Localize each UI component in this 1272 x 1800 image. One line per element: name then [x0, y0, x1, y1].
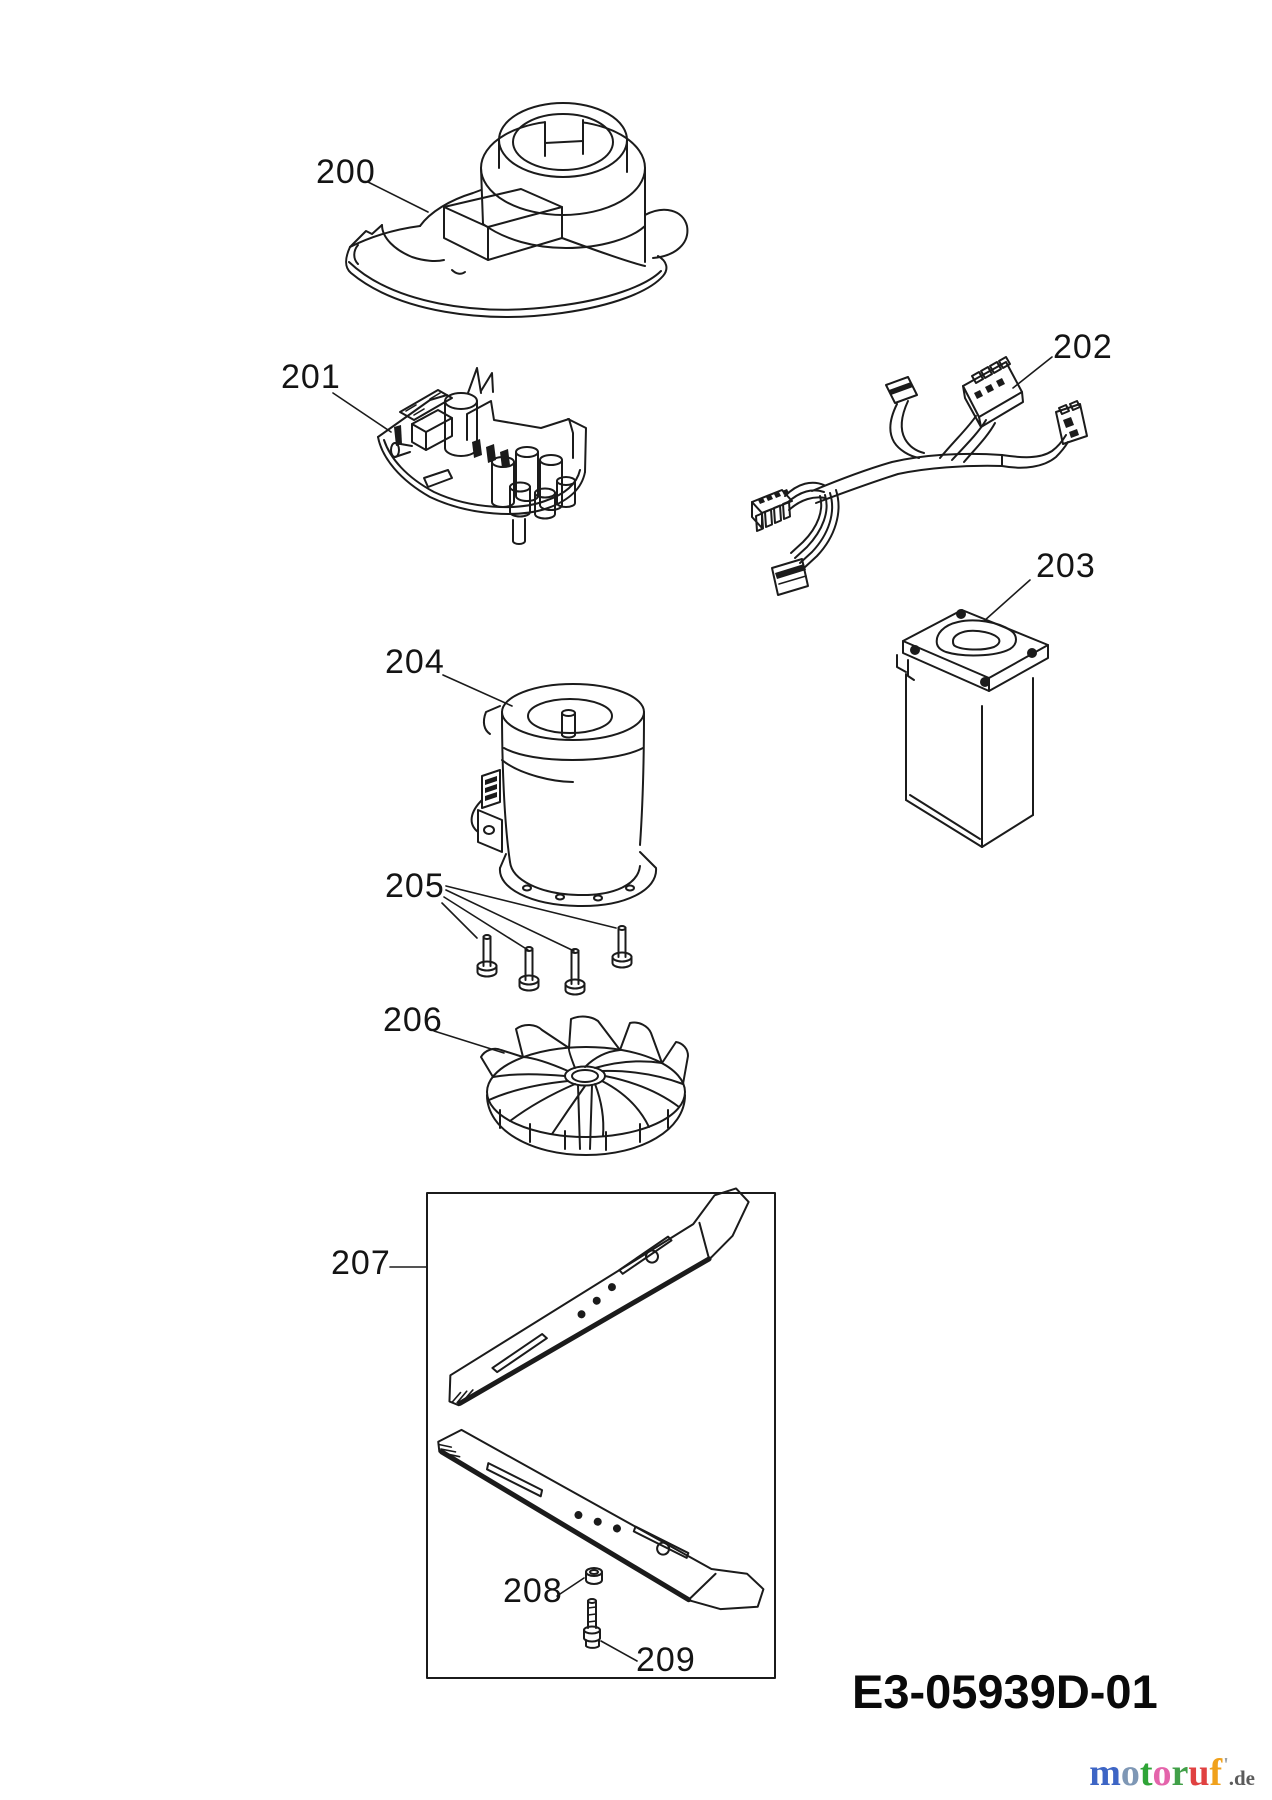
- callout-209: 209: [636, 1641, 696, 1679]
- screw-1: [476, 934, 498, 978]
- drawing-code: E3-05939D-01: [852, 1665, 1158, 1718]
- part-200-motor-housing-drawing: [345, 102, 689, 318]
- part-204-motor-drawing: [470, 683, 658, 908]
- callout-203: 203: [1036, 547, 1096, 585]
- part-203-battery-drawing: [896, 609, 1049, 848]
- logo-letter: t: [1139, 1752, 1153, 1794]
- part-201-control-board-drawing: [377, 367, 587, 545]
- screw-4: [611, 925, 633, 969]
- callout-205: 205: [385, 867, 445, 905]
- blade-upper: [428, 1182, 764, 1410]
- part-207-blade-box-drawing: [427, 1182, 776, 1679]
- logo-tick: ': [1223, 1754, 1229, 1776]
- nut-208-drawing: [585, 1567, 603, 1585]
- blade-lower: [433, 1405, 769, 1633]
- callout-leader-lines: [332, 181, 1053, 1662]
- callout-200: 200: [316, 153, 376, 191]
- callout-204: 204: [385, 643, 445, 681]
- callout-202: 202: [1053, 328, 1113, 366]
- logo-domain-suffix: .de: [1228, 1766, 1255, 1790]
- callout-208: 208: [503, 1572, 563, 1610]
- screw-2: [518, 946, 540, 992]
- motoruf-logo: motoruf'.de: [1089, 1754, 1255, 1792]
- part-206-fan-drawing: [480, 1015, 689, 1156]
- bolt-209-drawing: [583, 1598, 601, 1649]
- callout-206: 206: [383, 1001, 443, 1039]
- screw-3: [564, 948, 586, 996]
- part-202-wiring-harness-drawing: [751, 356, 1088, 596]
- part-205-screws-drawing: [476, 925, 633, 996]
- logo-letter: o: [1152, 1752, 1172, 1794]
- logo-letter: r: [1171, 1752, 1189, 1794]
- logo-letter: f: [1209, 1752, 1223, 1794]
- callout-207: 207: [331, 1244, 391, 1282]
- logo-letter: u: [1188, 1752, 1210, 1794]
- logo-letter: o: [1120, 1752, 1140, 1794]
- callout-201: 201: [281, 358, 341, 396]
- logo-letter: m: [1089, 1752, 1121, 1794]
